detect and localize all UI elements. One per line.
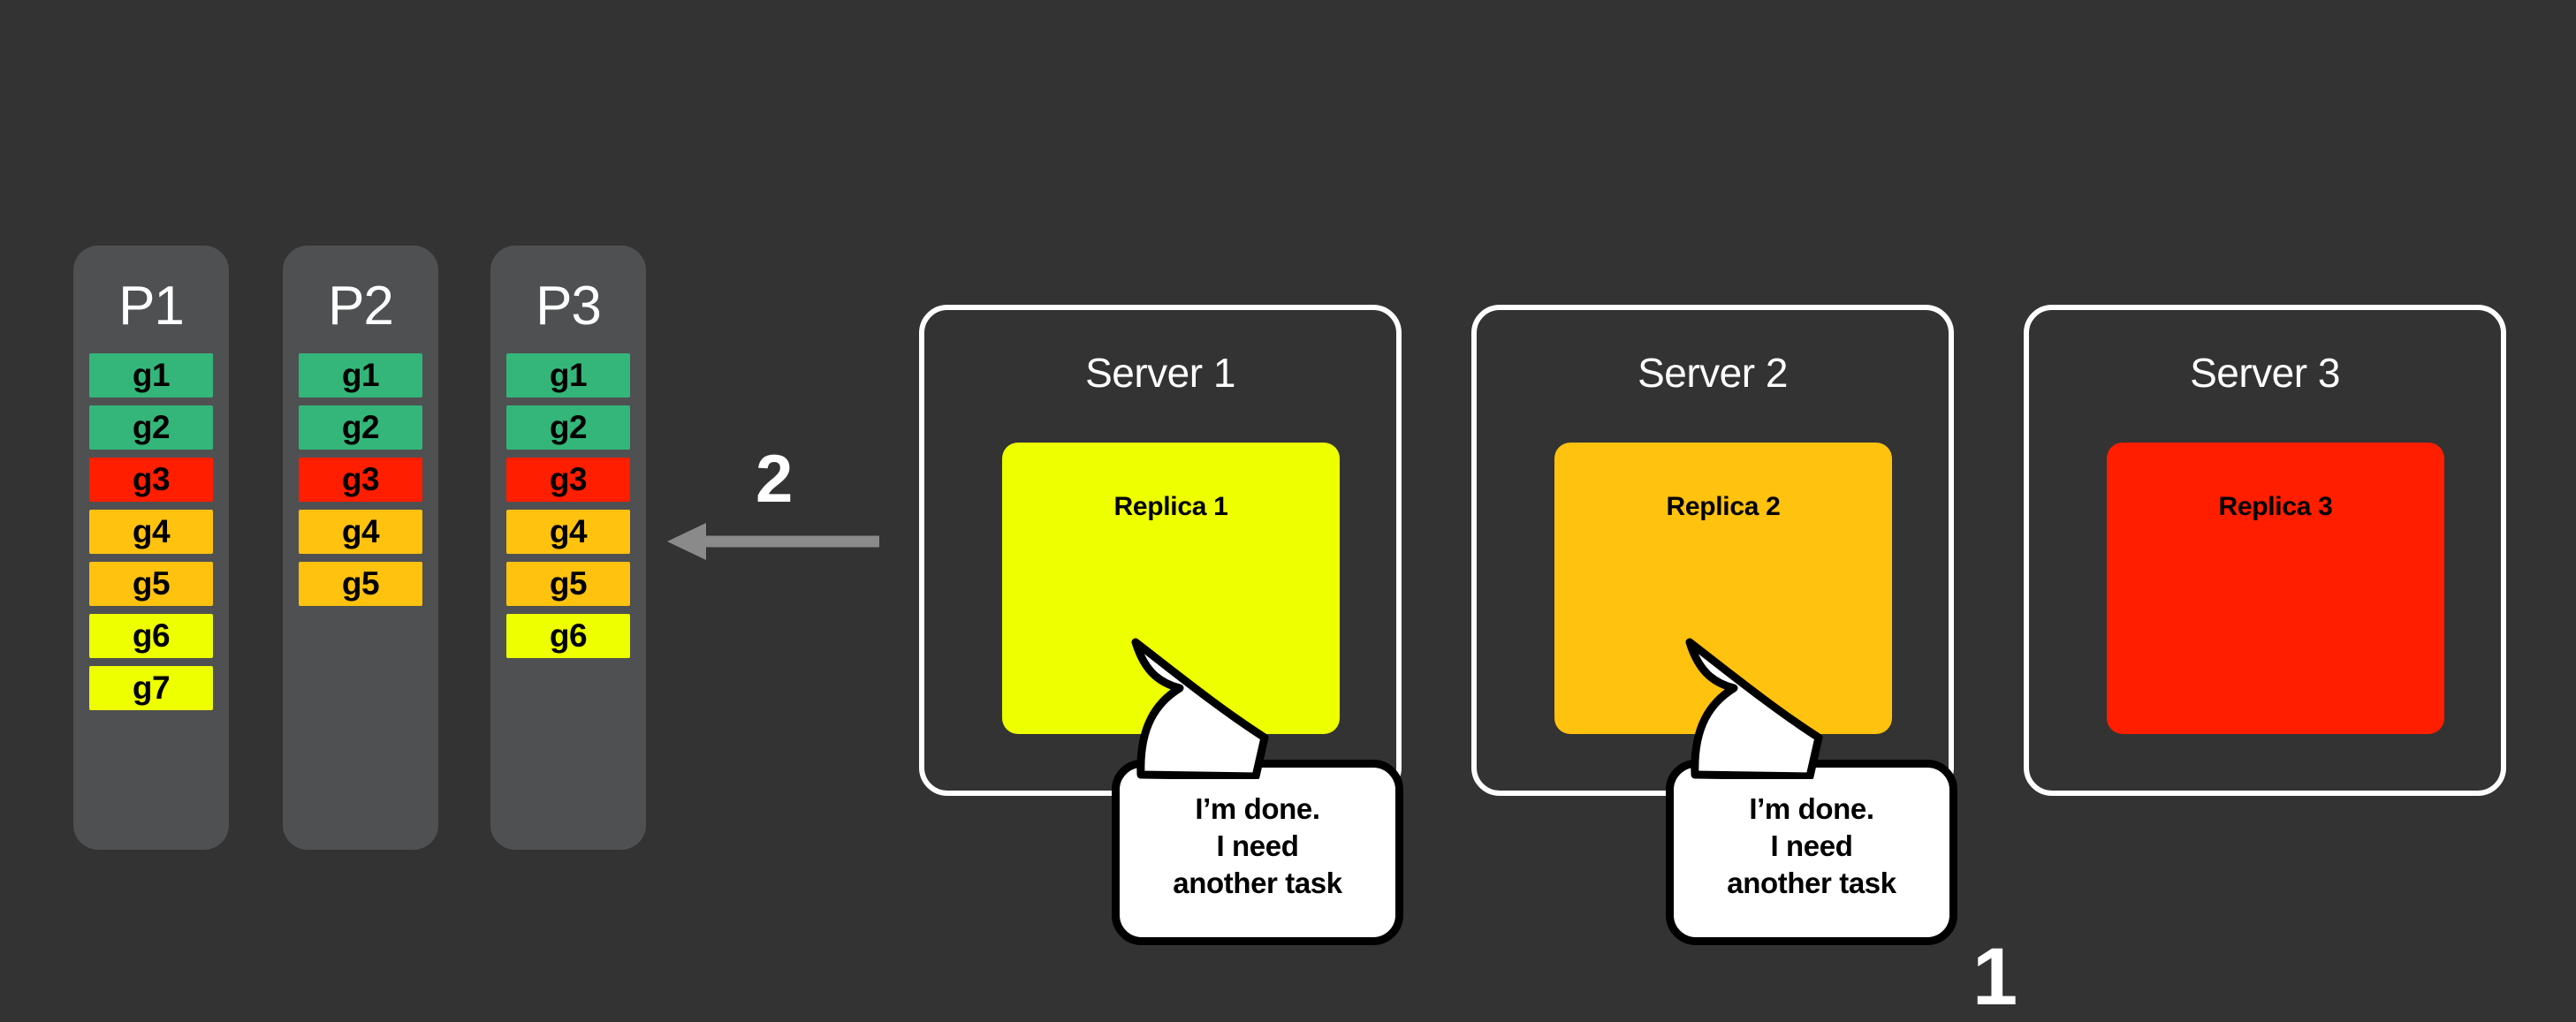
- bubble-line-2: I need: [1770, 829, 1853, 863]
- server-box-3: Server 3 Replica 3: [2024, 305, 2506, 796]
- replica-label-2: Replica 2: [1666, 492, 1781, 521]
- task-slot[interactable]: g3: [89, 458, 213, 502]
- diagram-canvas: P1 g1 g2 g3 g4 g5 g6 g7 P2 g1 g2 g3 g4 g…: [73, 246, 2506, 1018]
- speech-bubble-server-2: I’m done. I need another task: [1666, 638, 1957, 945]
- replica-label-1: Replica 1: [1113, 492, 1228, 521]
- replica-box-1[interactable]: Replica 1: [1002, 443, 1340, 734]
- bubble-line-1: I’m done.: [1749, 792, 1874, 825]
- task-slot[interactable]: g2: [89, 405, 213, 450]
- replica-box-3[interactable]: Replica 3: [2107, 443, 2444, 734]
- task-slot[interactable]: g3: [506, 458, 630, 502]
- task-slot[interactable]: g1: [506, 353, 630, 397]
- server-title-2: Server 2: [1638, 350, 1788, 396]
- partition-column-p1: P1 g1 g2 g3 g4 g5 g6 g7: [73, 246, 229, 850]
- server-box-1: Server 1 Replica 1: [919, 305, 1402, 796]
- partition-column-p3: P3 g1 g2 g3 g4 g5 g6: [490, 246, 646, 850]
- partition-slot-list-p2: g1 g2 g3 g4 g5: [283, 353, 438, 606]
- bubble-line-3: another task: [1727, 867, 1896, 900]
- task-slot[interactable]: g4: [89, 510, 213, 554]
- server-title-1: Server 1: [1085, 350, 1235, 396]
- task-slot[interactable]: g1: [299, 353, 422, 397]
- speech-bubble-text-1: I’m done. I need another task: [1120, 768, 1395, 903]
- speech-bubble-server-1: I’m done. I need another task: [1112, 638, 1403, 945]
- task-slot[interactable]: g4: [506, 510, 630, 554]
- replica-label-3: Replica 3: [2218, 492, 2333, 521]
- task-slot[interactable]: g1: [89, 353, 213, 397]
- task-slot[interactable]: g6: [506, 614, 630, 658]
- task-slot[interactable]: g6: [89, 614, 213, 658]
- task-slot[interactable]: g2: [506, 405, 630, 450]
- step-number-1: 1: [1972, 932, 2018, 1022]
- partition-slot-list-p3: g1 g2 g3 g4 g5 g6: [490, 353, 646, 658]
- partition-title-p3: P3: [536, 276, 602, 337]
- replica-box-2[interactable]: Replica 2: [1554, 443, 1892, 734]
- partition-column-p2: P2 g1 g2 g3 g4 g5: [283, 246, 438, 850]
- bubble-line-3: another task: [1173, 867, 1342, 900]
- partition-slot-list-p1: g1 g2 g3 g4 g5 g6 g7: [73, 353, 229, 710]
- task-slot[interactable]: g7: [89, 666, 213, 710]
- server-title-3: Server 3: [2190, 350, 2340, 396]
- task-slot[interactable]: g5: [506, 562, 630, 606]
- bubble-line-2: I need: [1216, 829, 1299, 863]
- speech-bubble-text-2: I’m done. I need another task: [1674, 768, 1949, 903]
- arrow-left-icon: [667, 523, 879, 560]
- server-box-2: Server 2 Replica 2: [1471, 305, 1954, 796]
- task-slot[interactable]: g2: [299, 405, 422, 450]
- step-number-2: 2: [756, 442, 794, 517]
- task-slot[interactable]: g4: [299, 510, 422, 554]
- partition-title-p2: P2: [328, 276, 394, 337]
- task-slot[interactable]: g3: [299, 458, 422, 502]
- task-slot[interactable]: g5: [299, 562, 422, 606]
- bubble-line-1: I’m done.: [1195, 792, 1320, 825]
- task-slot[interactable]: g5: [89, 562, 213, 606]
- partition-title-p1: P1: [118, 276, 185, 337]
